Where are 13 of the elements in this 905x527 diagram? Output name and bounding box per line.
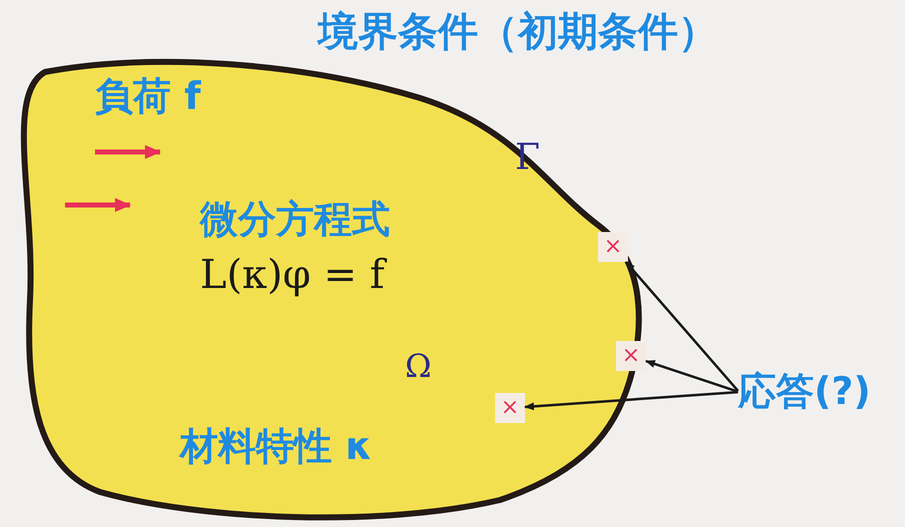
arrow <box>645 360 738 393</box>
response-label: 応答(?) <box>738 372 898 412</box>
arrow <box>624 261 739 392</box>
marker-cross: × <box>495 393 525 423</box>
equation-text: L(κ)φ = f <box>200 255 385 295</box>
boundary-symbol: Γ <box>515 140 540 176</box>
material-label: 材料特性 κ <box>180 427 372 465</box>
marker-cross: × <box>616 341 646 371</box>
arrow <box>524 390 738 410</box>
boundary-condition-label: 境界条件（初期条件） <box>318 12 718 52</box>
equation-heading: 微分方程式 <box>200 200 390 238</box>
domain-symbol: Ω <box>405 350 432 382</box>
load-label: 負荷 f <box>95 77 201 115</box>
